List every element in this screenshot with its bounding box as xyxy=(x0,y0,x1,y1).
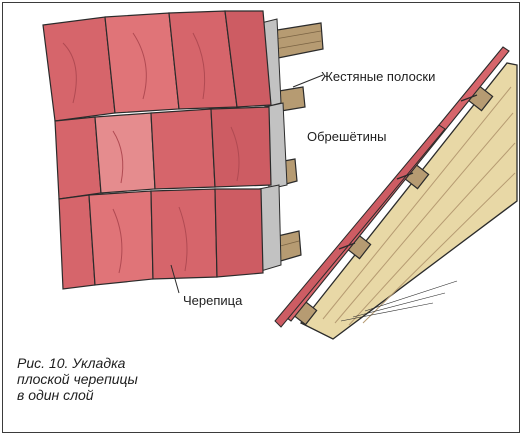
rafter-section xyxy=(299,62,518,340)
tile-row-top xyxy=(42,10,272,122)
roof-illustration xyxy=(42,10,518,340)
tile-profiles xyxy=(274,46,510,328)
figure-caption: Рис. 10. Укладка плоской черепицы в один… xyxy=(17,355,138,403)
caption-line-1: Рис. 10. Укладка xyxy=(17,355,126,371)
caption-line-2: плоской черепицы xyxy=(17,371,138,387)
tile-row-bottom xyxy=(58,188,264,290)
label-tin-strips: Жестяные полоски xyxy=(321,69,436,84)
figure-frame: Жестяные полоски Обрешётины Черепица Рис… xyxy=(2,2,520,433)
label-tiles: Черепица xyxy=(183,293,243,308)
tile-row-middle xyxy=(54,106,272,200)
label-battens: Обрешётины xyxy=(307,129,387,144)
caption-line-3: в один слой xyxy=(17,387,94,403)
leader-lines xyxy=(170,74,324,294)
